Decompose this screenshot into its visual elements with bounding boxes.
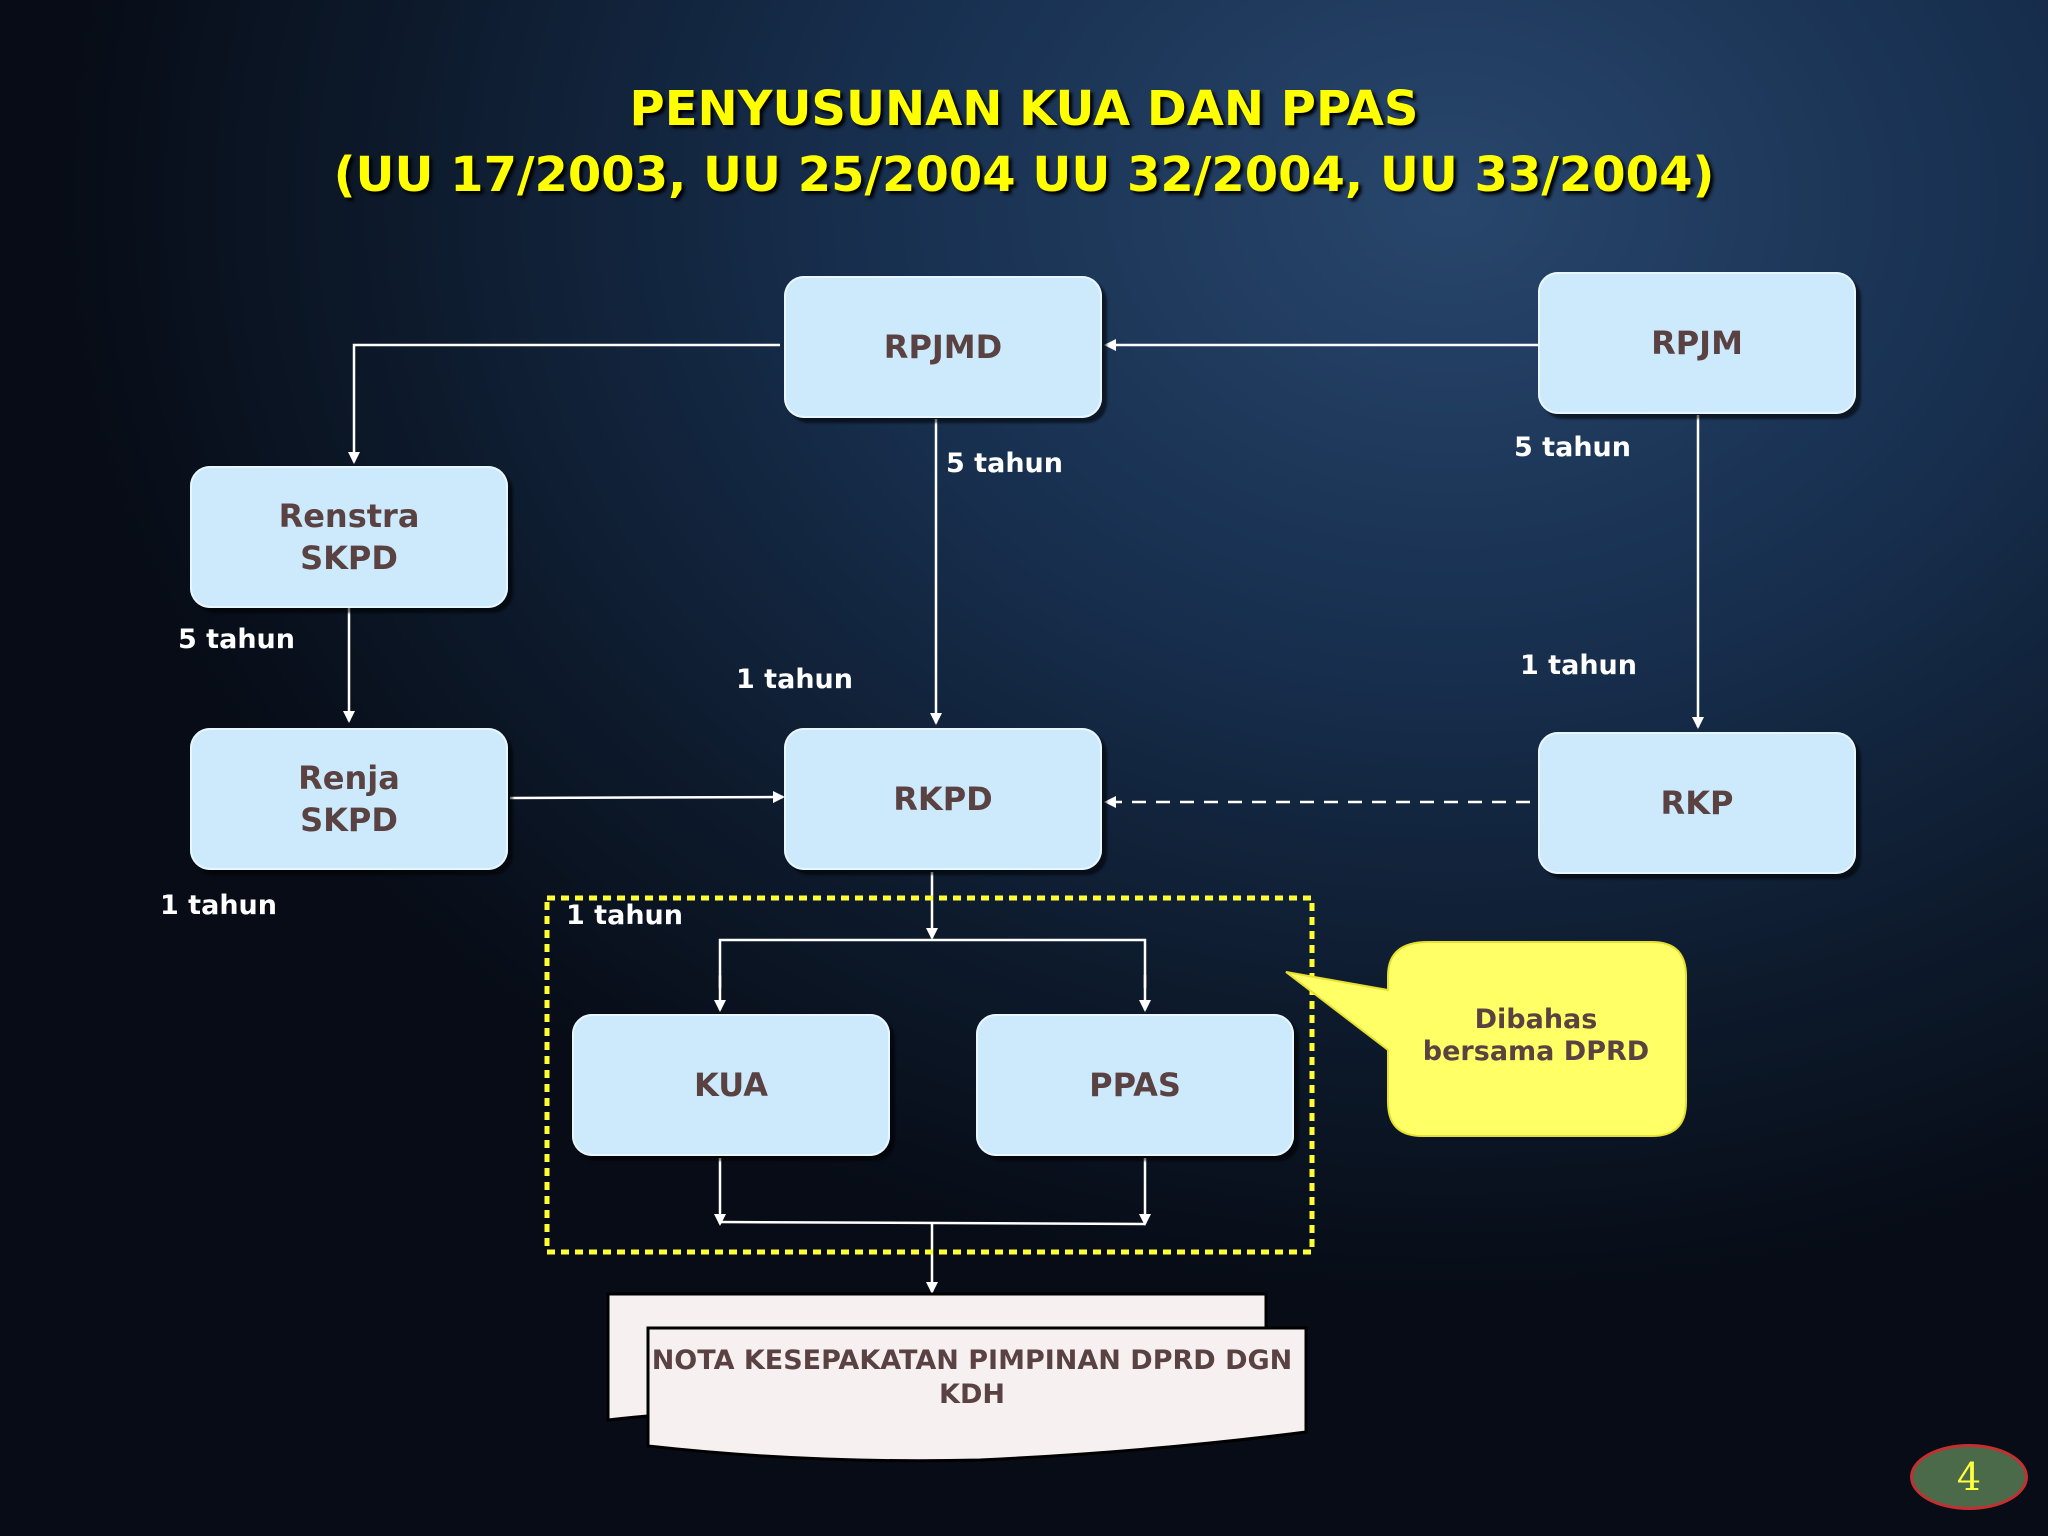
split-line — [718, 938, 1147, 988]
dprd-discussion-group — [544, 895, 1315, 1255]
node-kua: KUA — [572, 1014, 890, 1156]
document-shape-front — [646, 1326, 1308, 1463]
node-rkpd: RKPD — [784, 728, 1102, 870]
label-rpjmd-5-tahun: 5 tahun — [946, 448, 1063, 479]
arrow-rpjmd-to-renstra — [348, 343, 780, 464]
callout-bubble — [1285, 941, 1687, 1137]
node-rpjm: RPJM — [1538, 272, 1856, 414]
label-rkpd-1-tahun: 1 tahun — [736, 664, 853, 695]
label-renstra-5-tahun: 5 tahun — [178, 624, 295, 655]
page-number: 4 — [1956, 1455, 1982, 1499]
slide-title-line-1: PENYUSUNAN KUA DAN PPAS — [629, 81, 1419, 137]
node-renja-skpd: Renja SKPD — [190, 728, 508, 870]
node-rpjmd: RPJMD — [784, 276, 1102, 418]
document-text: NOTA KESEPAKATAN PIMPINAN DPRD DGN KDH — [651, 1345, 1293, 1410]
label-renja-1-tahun: 1 tahun — [160, 890, 277, 921]
label-rpjm-5-tahun: 5 tahun — [1514, 432, 1631, 463]
slide-title-line-2: (UU 17/2003, UU 25/2004 UU 32/2004, UU 3… — [333, 147, 1715, 203]
node-rkp: RKP — [1538, 732, 1856, 874]
arrow-renja-to-rkpd — [509, 791, 785, 804]
page-number-badge: 4 — [1910, 1444, 2028, 1510]
node-ppas: PPAS — [976, 1014, 1294, 1156]
label-rkp-1-tahun: 1 tahun — [1520, 650, 1637, 681]
label-kua-ppas-1-tahun: 1 tahun — [566, 900, 683, 931]
merge-line — [719, 1220, 1146, 1226]
node-renstra-skpd: Renstra SKPD — [190, 466, 508, 608]
callout-text: Dibahas bersama DPRD — [1422, 1004, 1650, 1067]
